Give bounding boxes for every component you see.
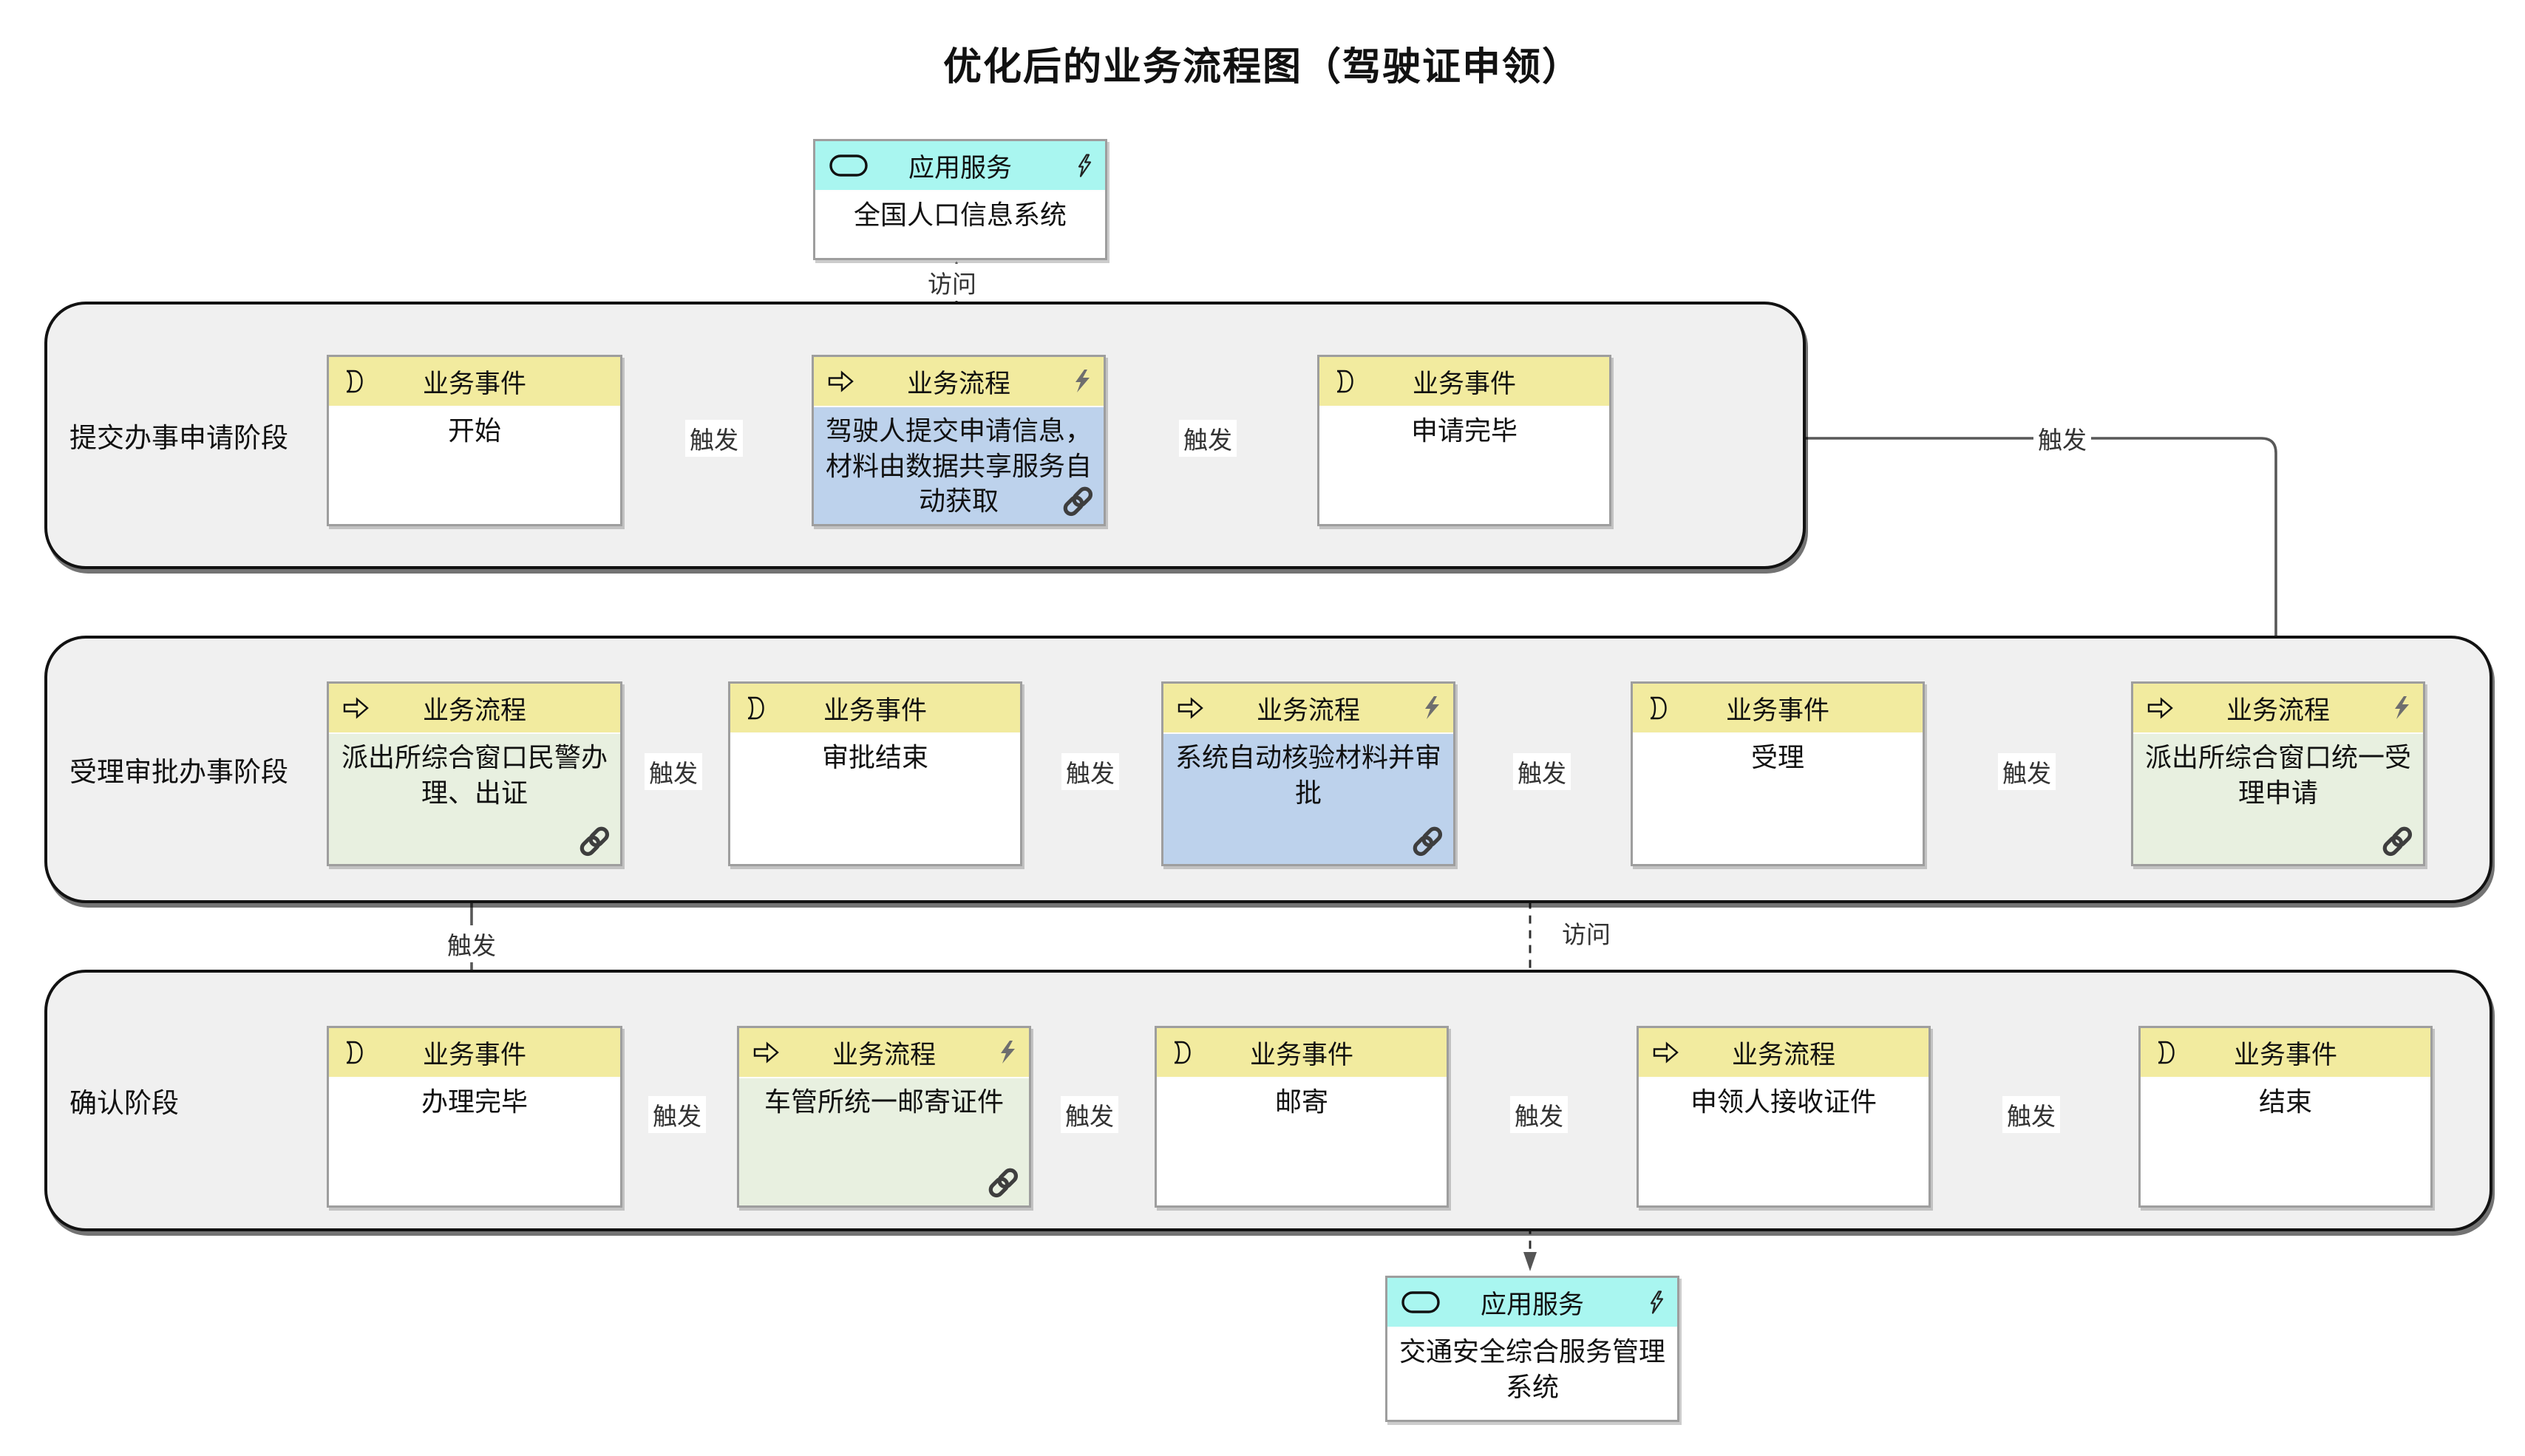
business-event-icon [2154,1040,2176,1065]
node-name: 审批结束 [821,742,928,772]
node-type-label: 业务事件 [422,369,526,398]
node-end[interactable]: 业务事件 结束 [2138,1026,2433,1208]
node-type-label: 业务流程 [906,369,1010,398]
business-process-icon [342,697,370,720]
business-process-icon [1177,697,1204,720]
node-handling-complete[interactable]: 业务事件 办理完毕 [327,1026,622,1208]
edge-label-trigger: 触发 [1061,1096,1118,1133]
node-type-label: 业务事件 [422,1040,526,1069]
node-application-complete[interactable]: 业务事件 申请完毕 [1317,355,1611,526]
node-mail[interactable]: 业务事件 邮寄 [1155,1026,1449,1208]
edge-label-trigger: 触发 [2033,420,2091,457]
application-service-icon [829,154,869,177]
lightning-outline-icon [1645,1290,1665,1315]
service-national-population-system[interactable]: 应用服务 全国人口信息系统 [813,139,1107,260]
lane-label: 确认阶段 [69,1088,179,1118]
link-icon [1061,484,1095,518]
edge-label-access: 访问 [1557,914,1615,951]
business-process-icon [752,1041,780,1064]
link-icon [577,824,611,858]
node-approval-end[interactable]: 业务事件 审批结束 [728,681,1022,866]
node-type-label: 应用服务 [1480,1290,1584,1319]
lightning-outline-icon [1073,154,1093,178]
node-accept[interactable]: 业务事件 受理 [1631,681,1925,866]
node-type-label: 业务流程 [422,695,526,725]
node-type-label: 业务事件 [2233,1040,2337,1069]
node-name: 结束 [2258,1086,2312,1117]
business-event-icon [1646,695,1668,721]
node-name: 全国人口信息系统 [853,200,1067,230]
node-type-label: 业务事件 [1725,695,1829,725]
node-type-label: 业务事件 [823,695,927,725]
edge-label-trigger: 触发 [1061,753,1119,790]
node-type-label: 应用服务 [908,153,1012,183]
business-process-icon [2147,697,2174,720]
node-type-label: 业务流程 [1256,695,1360,725]
node-name: 驾驶人提交申请信息，材料由数据共享服务自动获取 [825,415,1092,517]
node-name: 邮寄 [1274,1086,1328,1117]
node-mail-certificate[interactable]: 业务流程 车管所统一邮寄证件 [737,1026,1031,1208]
node-name: 派出所综合窗口统一受理申请 [2144,742,2411,808]
node-auto-verify[interactable]: 业务流程 系统自动核验材料并审批 [1161,681,1455,866]
lane-label: 提交办事申请阶段 [69,423,288,453]
business-event-icon [1170,1040,1192,1065]
business-process-icon [1652,1041,1679,1064]
node-unified-accept[interactable]: 业务流程 派出所综合窗口统一受理申请 [2131,681,2425,866]
service-traffic-safety-system[interactable]: 应用服务 交通安全综合服务管理系统 [1385,1276,1679,1422]
lightning-icon [1072,369,1092,394]
node-name: 开始 [447,415,501,446]
node-type-label: 业务事件 [1412,369,1516,398]
node-name: 交通安全综合服务管理系统 [1399,1336,1665,1402]
application-service-icon [1401,1290,1441,1314]
edge-label-trigger: 触发 [1998,753,2056,790]
node-type-label: 业务事件 [1249,1040,1353,1069]
node-name: 办理完毕 [421,1086,528,1117]
node-name: 申请完毕 [1410,415,1518,446]
node-submit-application[interactable]: 业务流程 驾驶人提交申请信息，材料由数据共享服务自动获取 [812,355,1106,526]
node-type-label: 业务流程 [1731,1040,1835,1069]
node-name: 派出所综合窗口民警办理、出证 [341,742,608,808]
node-name: 申领人接收证件 [1690,1086,1877,1117]
edge-label-trigger: 触发 [1513,753,1571,790]
lightning-icon [2391,695,2411,721]
lightning-icon [1421,695,1441,721]
node-name: 车管所统一邮寄证件 [764,1086,1004,1117]
business-process-icon [827,370,854,393]
edge-label-trigger: 触发 [2002,1096,2060,1133]
link-icon [2380,824,2414,858]
node-name: 受理 [1750,742,1804,772]
node-start[interactable]: 业务事件 开始 [327,355,622,526]
node-type-label: 业务流程 [832,1040,936,1069]
edge-label-access: 访问 [923,264,981,301]
edge-label-trigger: 触发 [443,925,500,962]
business-event-icon [1333,369,1355,394]
edge-label-trigger: 触发 [648,1096,706,1133]
edge-label-trigger: 触发 [1179,420,1237,457]
node-police-window-process[interactable]: 业务流程 派出所综合窗口民警办理、出证 [327,681,622,866]
node-name: 系统自动核验材料并审批 [1175,742,1441,808]
business-event-icon [744,695,766,721]
diagram-title: 优化后的业务流程图（驾驶证申领） [942,46,1582,89]
link-icon [1410,824,1444,858]
edge-label-trigger: 触发 [685,420,743,457]
node-type-label: 业务流程 [2226,695,2330,725]
link-icon [986,1166,1020,1200]
lane-label: 受理审批办事阶段 [69,757,288,787]
lightning-icon [997,1040,1017,1065]
edge-label-trigger: 触发 [1510,1096,1568,1133]
node-receive-certificate[interactable]: 业务流程 申领人接收证件 [1637,1026,1931,1208]
business-event-icon [342,1040,364,1065]
business-event-icon [342,369,364,394]
edge-label-trigger: 触发 [645,753,702,790]
